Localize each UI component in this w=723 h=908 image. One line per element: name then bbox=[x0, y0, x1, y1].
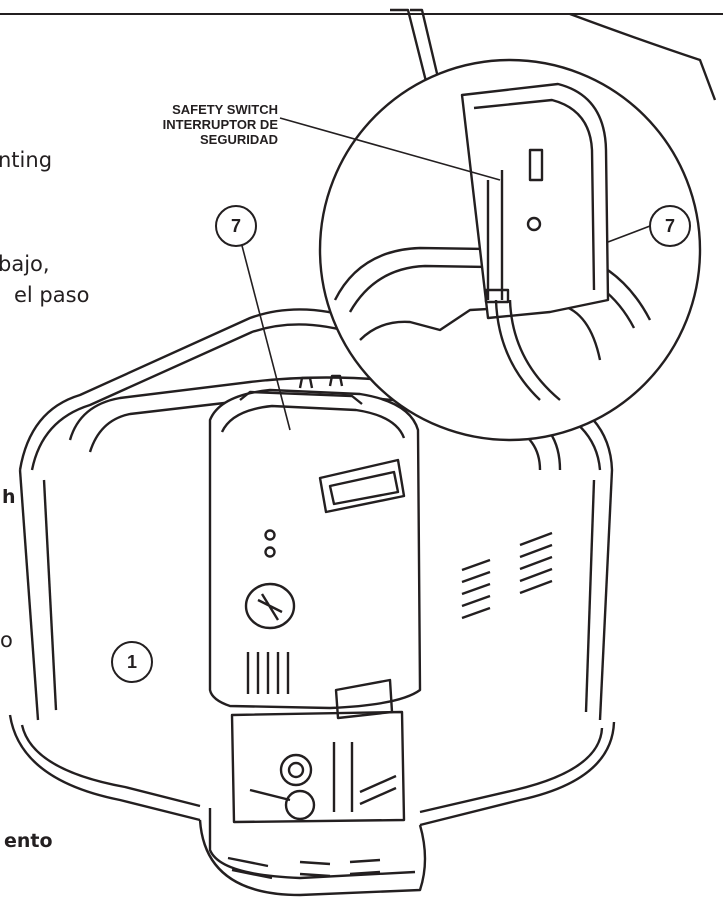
part-number-circle-7-right bbox=[649, 205, 691, 247]
cut-text-5: o bbox=[0, 628, 13, 652]
part-number-1: 1 bbox=[127, 652, 137, 672]
callout-line-1: SAFETY SWITCH bbox=[172, 102, 278, 117]
cut-text-3: el paso bbox=[14, 283, 90, 307]
cut-text-1: nting bbox=[0, 148, 53, 172]
part-number-7-right: 7 bbox=[665, 216, 675, 236]
cut-text-6: ento bbox=[4, 830, 53, 852]
callout-line-2: INTERRUPTOR DE bbox=[162, 117, 278, 132]
leader-lines bbox=[239, 117, 651, 431]
cut-text-2: bajo, bbox=[0, 252, 50, 276]
control-box bbox=[208, 374, 422, 824]
part-number-circle-1 bbox=[111, 641, 153, 683]
part-number-markers bbox=[111, 205, 691, 683]
cut-text-4: h bbox=[2, 486, 16, 508]
zoom-detail bbox=[318, 8, 717, 442]
safety-switch-callout: SAFETY SWITCH INTERRUPTOR DE SEGURIDAD bbox=[128, 102, 278, 147]
part-number-7-left: 7 bbox=[231, 216, 241, 236]
part-number-circle-7-left bbox=[215, 205, 257, 247]
callout-line-3: SEGURIDAD bbox=[199, 132, 278, 147]
